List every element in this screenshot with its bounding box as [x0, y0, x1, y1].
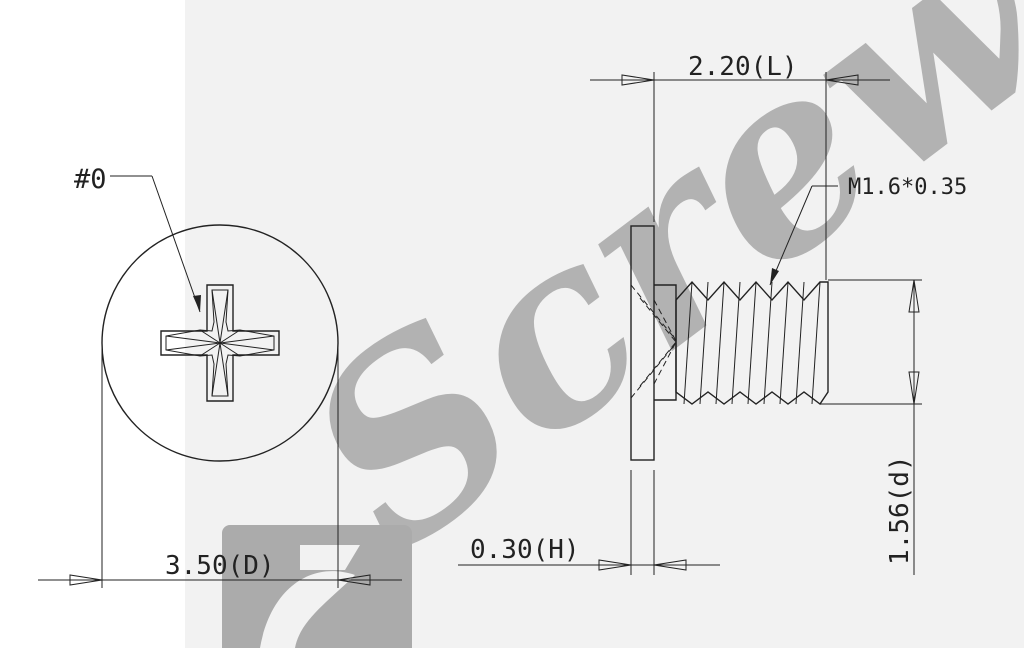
recess-size-label: #0 — [74, 164, 107, 195]
watermark-emblem — [222, 525, 412, 648]
background-left — [0, 0, 185, 648]
phillips-recess-icon — [160, 284, 280, 402]
thread-diameter-dimension: 1.56(d) — [820, 279, 922, 575]
recess-hidden-lines — [630, 284, 677, 399]
head-diameter-label: 3.50(D) — [165, 551, 275, 581]
thread-diameter-label: 1.56(d) — [885, 455, 915, 565]
thread-spec-label: M1.6*0.35 — [848, 175, 967, 200]
thread — [675, 280, 829, 406]
thread-callout: M1.6*0.35 — [769, 175, 967, 286]
head-height-label: 0.30(H) — [470, 535, 580, 565]
length-dimension: 2.20(L) — [590, 52, 890, 280]
head-height-dimension: 0.30(H) — [458, 470, 720, 575]
head-outline — [101, 224, 339, 462]
head-diameter-dimension: 3.50(D) — [38, 345, 402, 588]
recess-callout: #0 — [74, 164, 201, 313]
head-side — [630, 225, 655, 461]
head-top-view: #0 3.50(D) — [38, 164, 402, 588]
screw-side-view: M1.6*0.35 2.20(L) 0.30(H) 1.5 — [458, 52, 967, 575]
length-label: 2.20(L) — [688, 52, 798, 82]
